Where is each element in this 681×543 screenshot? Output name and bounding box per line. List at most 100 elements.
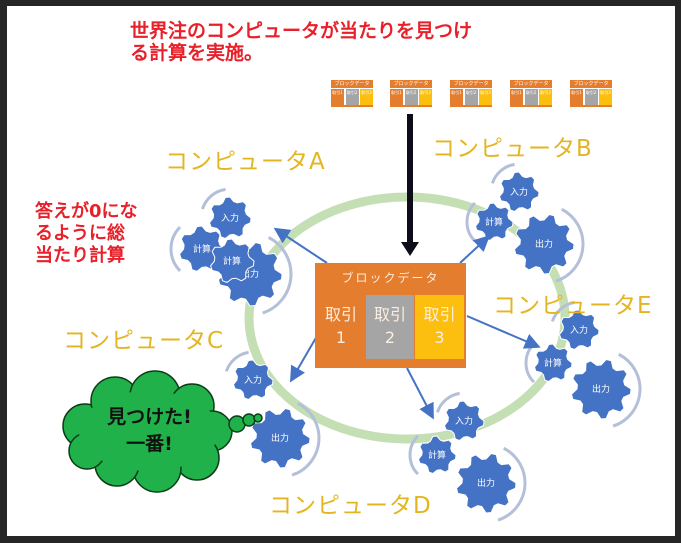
gear-compute-icon: 計算: [533, 343, 573, 383]
gear-output-icon: 出力: [249, 407, 311, 469]
transaction-2-number: 2: [384, 328, 396, 347]
computer-c-label: コンピュータC: [63, 328, 225, 354]
rotation-arc: [497, 446, 527, 522]
mini-block-header: ブロックデータ: [390, 80, 432, 88]
rotation-arc: [524, 342, 536, 384]
gear-label: 入力: [244, 374, 262, 386]
block-data-header: ブロックデータ: [341, 271, 440, 285]
computer-b-label: コンピュータB: [432, 136, 593, 162]
note-line-3: 当たり計算: [35, 245, 125, 266]
speech-text: 見つけた! 一番!: [87, 404, 212, 458]
gear-label: 計算: [428, 449, 446, 461]
gear-label: 出力: [592, 383, 610, 395]
transaction-1-number: 1: [335, 328, 347, 347]
rotation-arc: [435, 391, 460, 413]
gear-label: 計算: [544, 357, 562, 369]
broadcast-arrow: [273, 227, 328, 264]
mini-block-cell: 取引1: [390, 89, 403, 105]
gear-label: 計算: [485, 216, 503, 228]
broadcast-arrow: [459, 235, 490, 264]
gear-output-icon: 出力: [570, 358, 632, 420]
rotation-arc: [612, 352, 642, 428]
gear-output-icon: 出力: [513, 213, 575, 275]
title-line-1: 世界注のコンピュータが当たりを見つけ: [130, 20, 473, 42]
gear-label: 計算: [223, 255, 241, 267]
rotation-arc: [490, 162, 515, 184]
rotation-arc: [262, 236, 293, 315]
block-data: ブロックデータ 取引 1 取引 2 取引 3: [315, 263, 466, 368]
mini-block-cell: 取引3: [419, 89, 432, 105]
gear-input-icon: 入力: [498, 171, 540, 213]
transaction-3-label: 取引: [423, 305, 456, 324]
computer-e-label: コンピュータE: [493, 293, 653, 319]
mini-block-base: [450, 105, 492, 107]
broadcast-arrow: [406, 367, 434, 420]
mini-block-cell: 取引3: [539, 89, 552, 105]
gear-compute-icon: 計算: [474, 202, 514, 242]
mini-block-base: [570, 105, 612, 107]
note-line-2: るように総: [35, 223, 125, 244]
rotation-arc: [224, 350, 249, 372]
transaction-3: 取引 3: [415, 295, 464, 359]
rotation-arc: [169, 226, 182, 272]
transaction-2-label: 取引: [373, 305, 406, 324]
gear-label: 入力: [510, 186, 528, 198]
rotation-arc: [465, 201, 477, 243]
mini-block-cell: 取引3: [599, 89, 612, 105]
diagram-canvas: 計算入力出力計算入力出力入力出力計算入力出力計算入力出力計算: [7, 6, 675, 536]
mini-block-header: ブロックデータ: [570, 80, 612, 88]
mini-block-cell: 取引2: [524, 89, 538, 105]
gear-label: 出力: [271, 432, 289, 444]
mini-block-cell: 取引1: [510, 89, 523, 105]
mini-block-cell: 取引2: [464, 89, 478, 105]
gear-label: 入力: [455, 415, 473, 427]
mini-block-header: ブロックデータ: [510, 80, 552, 88]
rotation-arc: [550, 300, 575, 322]
rotation-arc: [555, 207, 585, 283]
gear-output-icon: 出力: [455, 452, 517, 514]
mini-block-header: ブロックデータ: [450, 80, 492, 88]
mini-block-base: [390, 105, 432, 107]
speech-line-1: 見つけた!: [107, 406, 192, 428]
gear-label: 出力: [535, 238, 553, 250]
note-line-1: 答えが0にな: [35, 201, 138, 222]
mini-block-cell: 取引2: [345, 89, 359, 105]
gear-compute-icon: 計算: [210, 238, 255, 283]
mini-block-base: [510, 105, 552, 107]
gear-label: 入力: [221, 212, 239, 224]
gear-input-icon: 入力: [443, 400, 485, 442]
gear-compute-icon: 計算: [417, 435, 457, 475]
computer-d-label: コンピュータD: [269, 493, 432, 519]
transaction-1: 取引 1: [317, 295, 365, 359]
gear-compute-icon: 計算: [179, 225, 226, 272]
mini-block-cell: 取引1: [331, 89, 344, 105]
gear-label: 入力: [570, 324, 588, 336]
down-arrow-head: [401, 242, 419, 256]
gear-input-icon: 入力: [232, 359, 274, 401]
mini-block-base: [331, 105, 373, 107]
gear-input-icon: 入力: [208, 196, 252, 240]
broadcast-arrow: [466, 315, 541, 349]
transaction-1-label: 取引: [324, 305, 357, 324]
computer-a-label: コンピュータA: [165, 149, 326, 175]
title-line-2: る計算を実施。: [130, 42, 264, 64]
mini-block-cell: 取引2: [404, 89, 418, 105]
transaction-2: 取引 2: [366, 295, 414, 359]
transaction-3-number: 3: [434, 328, 445, 347]
mini-block-cell: 取引2: [584, 89, 598, 105]
gear-input-icon: 入力: [558, 309, 600, 351]
mini-block-header: ブロックデータ: [331, 80, 373, 88]
speech-cloud: [62, 370, 263, 493]
speech-line-2: 一番!: [126, 433, 173, 455]
mini-block-cell: 取引1: [450, 89, 463, 105]
mini-block-cell: 取引3: [479, 89, 492, 105]
mini-block-cell: 取引1: [570, 89, 583, 105]
rotation-arc: [408, 434, 420, 476]
rotation-arc: [291, 401, 321, 477]
